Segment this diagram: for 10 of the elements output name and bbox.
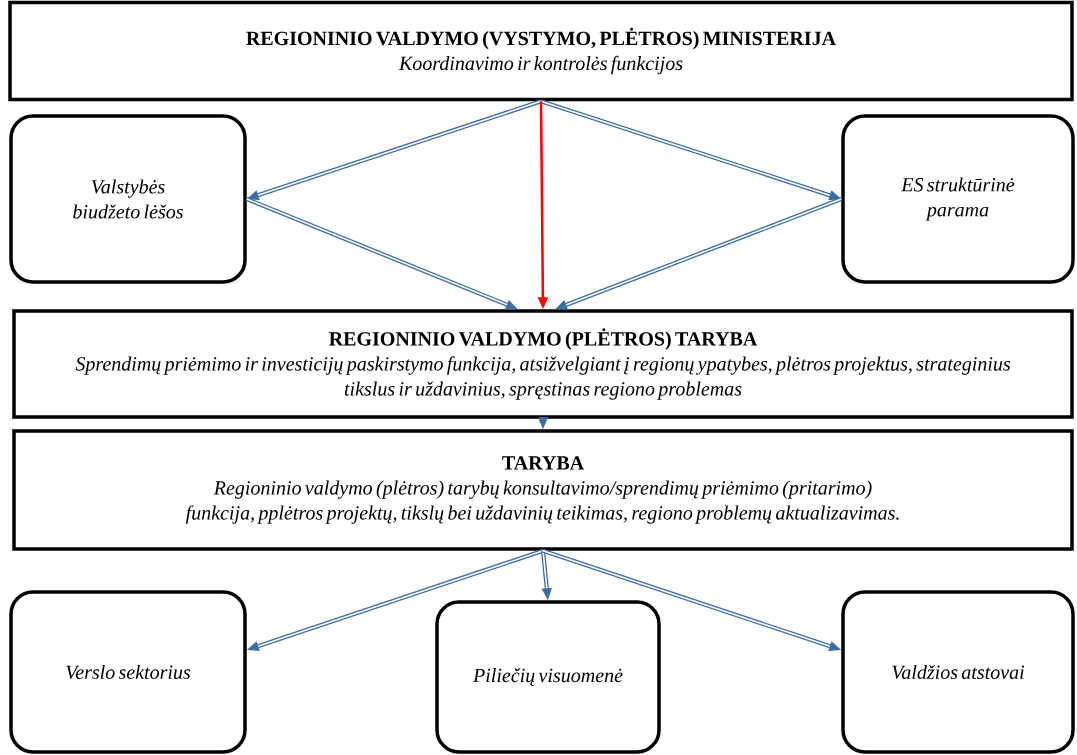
rounded-box: Piliečių visuomenė [435,600,661,754]
heading-box: TARYBA Regioninio valdymo (plėtros) tarybų konsultavimo/sprendimų priėmimo (pritarimo) funkcija, pplėtros projektų, tikslų bei uždavinių teikimas, regiono problemų aktualizavimas. [12,429,1074,551]
rounded-box: ES struktūrinė parama [841,114,1075,284]
heading-box: REGIONINIO VALDYMO (PLĖTROS) TARYBA Sprendimų priėmimo ir investicijų paskirstymo funkcija, atsižvelgiant į regionų ypatybes, plėtros projektus, strateginius tikslus ir uždavinius, spręstinas regiono problemas [12,309,1074,419]
rounded-box: Verslo sektorius [9,590,247,754]
rounded-box: Valstybės biudžeto lėšos [9,114,247,284]
arrow [245,197,518,310]
arrow [555,197,843,310]
heading-box: REGIONINIO VALDYMO (VYSTYMO, PLĖTROS) MINISTERIJA Koordinavimo ir kontrolės funkcijos [8,0,1074,102]
rounded-box: Valdžios atstovai [841,590,1075,754]
